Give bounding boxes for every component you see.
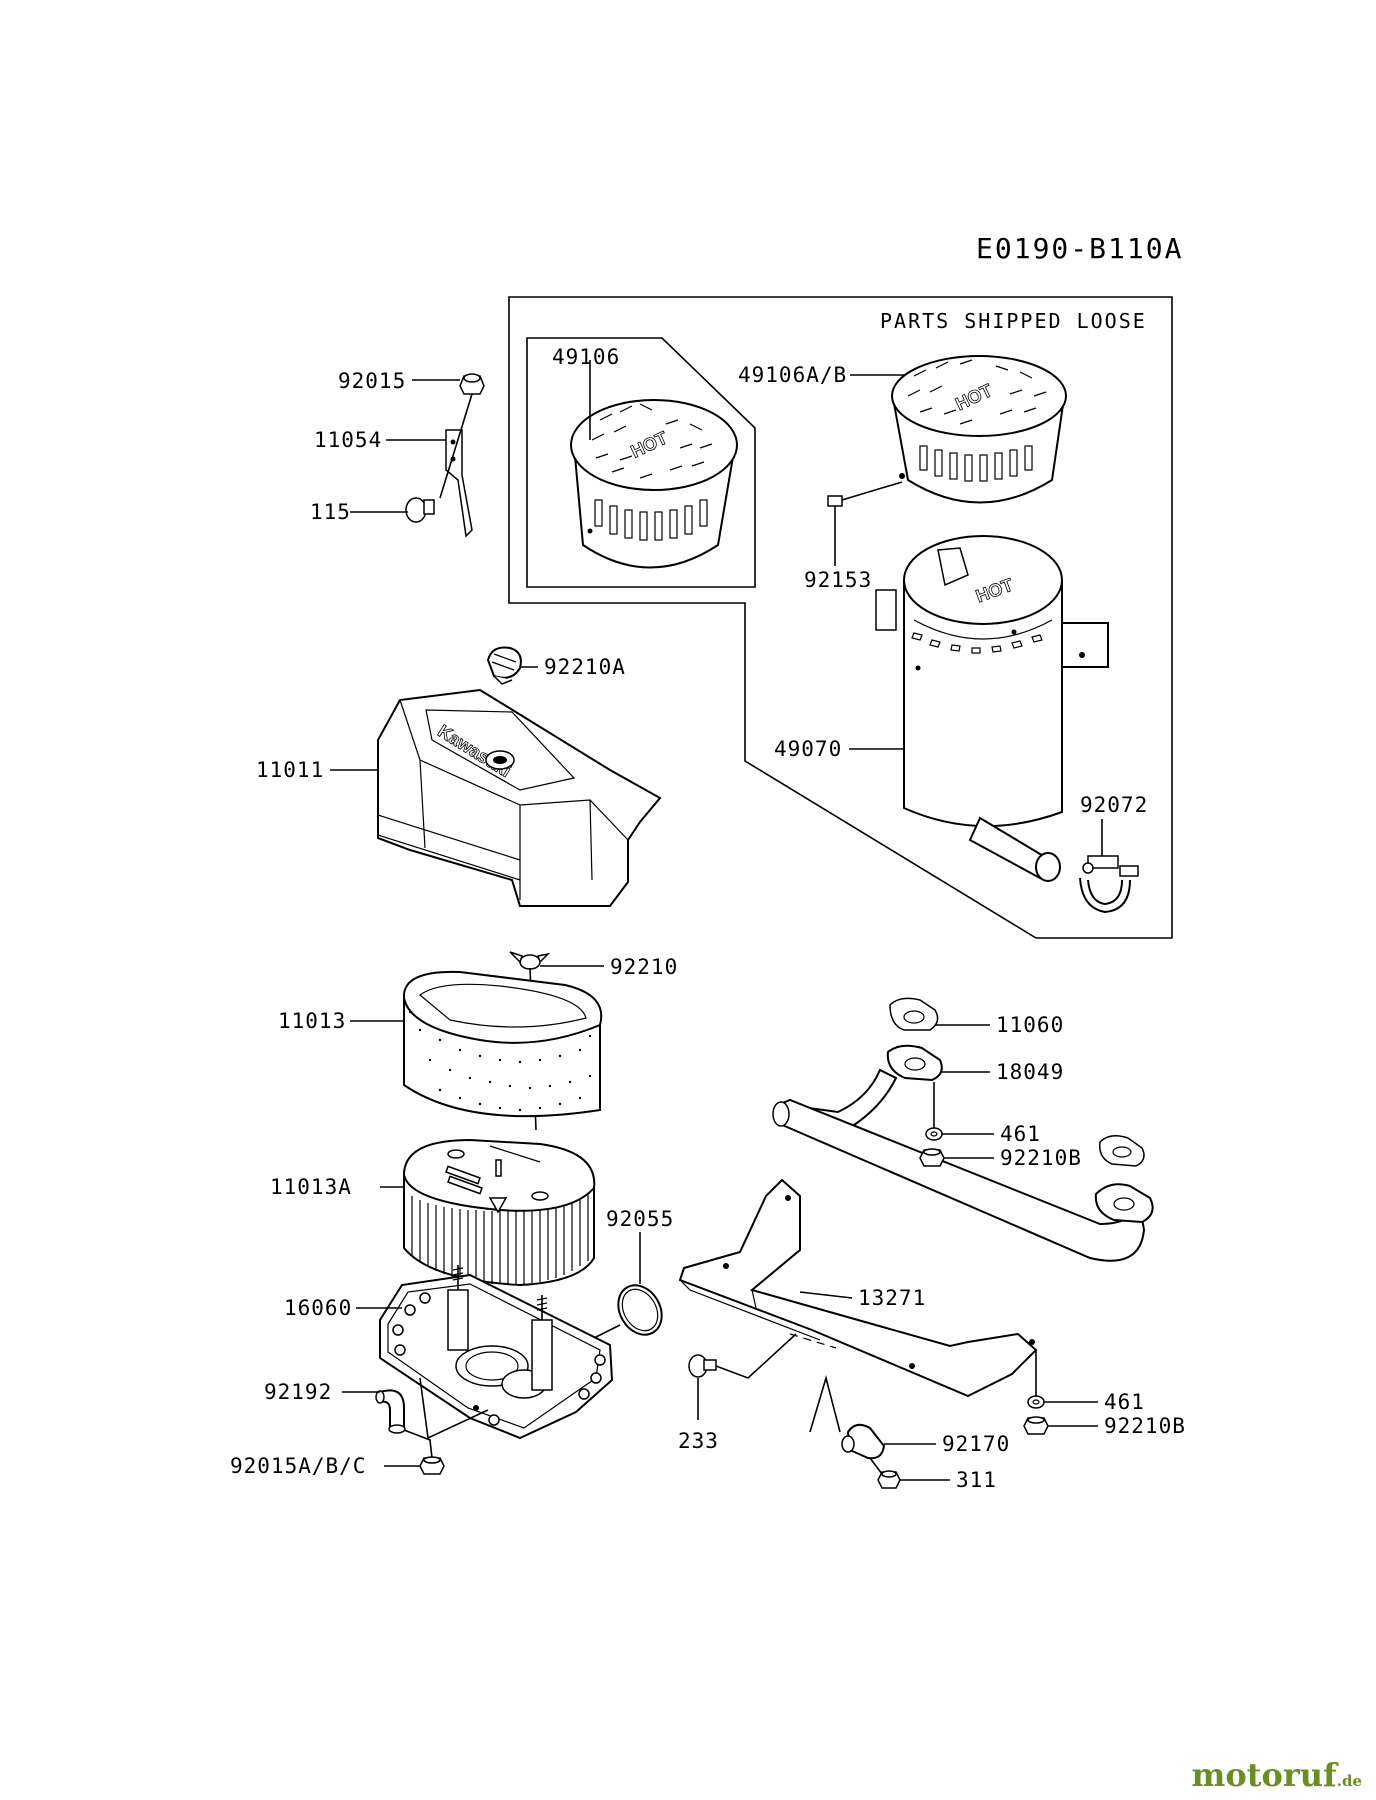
leader-lines — [330, 360, 1103, 1481]
label-49106ab: 49106A/B — [738, 363, 847, 387]
label-11013a: 11013A — [270, 1175, 352, 1199]
label-92210b-upper: 92210B — [1000, 1146, 1082, 1170]
o-ring-92055 — [617, 1284, 663, 1336]
parts-shipped-loose-box — [508, 296, 1173, 939]
inner-box-49106 — [526, 337, 756, 588]
label-11060: 11060 — [996, 1013, 1064, 1037]
screw-233 — [688, 1354, 717, 1378]
label-115: 115 — [310, 500, 351, 524]
air-cleaner-cover-11011: Kawasaki — [377, 688, 662, 907]
bracket-11054 — [445, 429, 473, 538]
base-16060 — [379, 1265, 614, 1440]
muffler-49070: HOT — [875, 535, 1109, 882]
spark-arrestor-cap-49106: HOT — [570, 399, 738, 569]
wing-nut-92210a — [486, 646, 522, 685]
nut-92015 — [459, 373, 485, 395]
label-92055: 92055 — [606, 1207, 674, 1231]
bolt-115 — [405, 497, 435, 523]
label-92210b-lower: 92210B — [1104, 1414, 1186, 1438]
paper-element-11013a — [402, 1138, 596, 1287]
diagram-code: E0190-B110A — [976, 232, 1183, 265]
label-461-lower: 461 — [1104, 1390, 1145, 1414]
label-92192: 92192 — [264, 1380, 332, 1404]
label-13271: 13271 — [858, 1286, 926, 1310]
label-461-upper: 461 — [1000, 1122, 1041, 1146]
label-92170: 92170 — [942, 1432, 1010, 1456]
nut-92015abc — [419, 1456, 445, 1475]
label-11054: 11054 — [314, 428, 382, 452]
spark-arrestor-cap-49106ab: HOT — [891, 355, 1067, 504]
label-92015: 92015 — [338, 369, 406, 393]
label-16060: 16060 — [284, 1296, 352, 1320]
watermark-tld: .de — [1336, 1772, 1362, 1790]
label-92015abc: 92015A/B/C — [230, 1454, 366, 1478]
exhaust-pipe-18049 — [772, 1044, 1154, 1262]
heat-shield-13271 — [678, 1178, 1038, 1398]
label-18049: 18049 — [996, 1060, 1064, 1084]
parts-shipped-loose-note: PARTS SHIPPED LOOSE — [880, 309, 1147, 333]
label-92210a: 92210A — [544, 655, 626, 679]
wing-nut-92210 — [509, 951, 551, 970]
label-92153: 92153 — [804, 568, 872, 592]
label-92072: 92072 — [1080, 793, 1148, 817]
washer-461-lower — [1027, 1395, 1045, 1409]
watermark-logo: motoruf.de — [1192, 1756, 1362, 1794]
part-labels: 92015 11054 115 49106 49106A/B 92153 922… — [230, 345, 1186, 1492]
label-233: 233 — [678, 1429, 719, 1453]
screw-92153 — [827, 481, 903, 566]
clip-92170 — [841, 1423, 886, 1460]
label-311: 311 — [956, 1468, 997, 1492]
pre-filter-11013 — [402, 970, 603, 1118]
nut-92210b-lower — [1023, 1416, 1049, 1435]
label-49106: 49106 — [552, 345, 620, 369]
washer-461-upper — [925, 1127, 943, 1141]
gasket-11060 — [889, 997, 939, 1031]
nut-311 — [877, 1470, 901, 1489]
watermark-name: motoruf — [1191, 1756, 1337, 1794]
clamp-92072 — [1079, 855, 1139, 914]
nut-92210b-upper — [919, 1148, 945, 1167]
label-49070: 49070 — [774, 737, 842, 761]
elbow-92192 — [375, 1389, 406, 1434]
label-92210: 92210 — [610, 955, 678, 979]
label-11013: 11013 — [278, 1009, 346, 1033]
label-11011: 11011 — [256, 758, 324, 782]
